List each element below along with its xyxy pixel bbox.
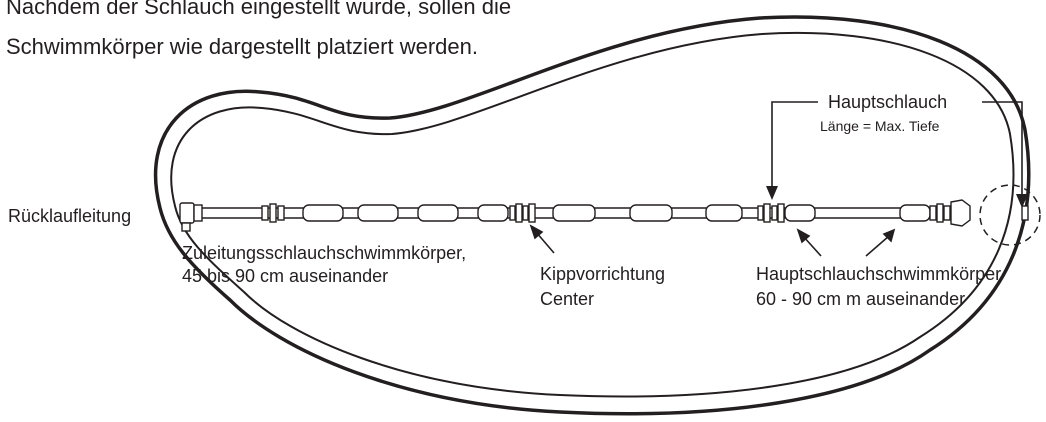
instruction-line-2: Schwimmkörper wie dargestellt platziert … bbox=[6, 34, 478, 59]
main-floats-label-line-2: 60 - 90 cm m auseinander bbox=[756, 289, 966, 309]
main-hose-length-label: Länge = Max. Tiefe bbox=[820, 118, 940, 134]
return-fitting bbox=[179, 202, 203, 232]
hose-connectors bbox=[261, 203, 785, 223]
main-hose-bracket bbox=[771, 101, 1023, 196]
pool-outline bbox=[153, 15, 1031, 416]
main-hose-bracket-arrowheads bbox=[766, 186, 1028, 208]
hose-assembly bbox=[179, 199, 1029, 232]
instruction-line-1: Nachdem der Schlauch eingestellt wurde, … bbox=[6, 0, 512, 19]
tilt-device-label-line-1: Kippvorrichtung bbox=[540, 264, 666, 284]
cleaner-head bbox=[929, 199, 1029, 227]
main-hose-title: Hauptschlauch bbox=[828, 92, 948, 112]
return-line-label: Rücklaufleitung bbox=[8, 206, 132, 226]
tilt-device-label-line-2: Center bbox=[540, 289, 595, 309]
feed-hose-floats bbox=[302, 204, 743, 222]
feed-floats-label-line-1: Zuleitungsschlauchschwimmkörper, bbox=[182, 243, 467, 263]
main-hose-floats bbox=[784, 204, 931, 222]
pool-wall-inner bbox=[170, 31, 1015, 398]
end-detail-circle bbox=[979, 184, 1041, 246]
pointer-arrows bbox=[529, 224, 896, 257]
pool-wall-outer bbox=[153, 15, 1031, 416]
feed-floats-label-line-2: 45 bis 90 cm auseinander bbox=[182, 266, 389, 286]
main-floats-label-line-1: Hauptschlauchschwimmkörper bbox=[756, 264, 1002, 284]
